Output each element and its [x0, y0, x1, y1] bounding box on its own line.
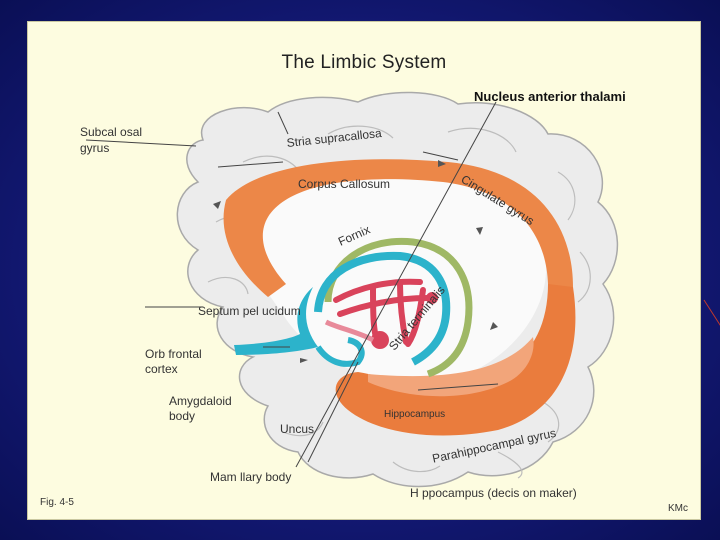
label-corpus-callosum: Corpus Callosum	[298, 177, 391, 191]
fornix-arc	[324, 237, 473, 378]
label-subcallosal-gyrus-2: gyrus	[80, 141, 110, 155]
pink-connector	[324, 319, 375, 343]
leader-lines	[85, 101, 499, 468]
author-initials: KMc	[668, 503, 688, 514]
stria-terminalis-arc	[314, 251, 451, 366]
corpus-callosum-shape	[223, 159, 574, 400]
label-mammillary-body: Mam llary body	[210, 470, 292, 484]
limbic-system-diagram	[85, 91, 619, 488]
figure-number: Fig. 4-5	[40, 497, 74, 508]
parahippocampal-shape	[335, 284, 576, 436]
label-orbitofrontal-1: Orb frontal	[145, 347, 202, 361]
flow-arrows	[213, 160, 498, 363]
gyri-folds	[207, 125, 591, 479]
anterior-nucleus-dot	[426, 292, 438, 304]
label-hippocampus-decision-maker: H ppocampus (decis on maker)	[410, 486, 577, 500]
label-orbitofrontal-2: cortex	[145, 362, 178, 376]
label-uncus: Uncus	[280, 422, 315, 436]
slide-title: The Limbic System	[281, 52, 447, 73]
hippocampus-shape	[368, 337, 534, 397]
label-subcallosal-gyrus-1: Subcal osal	[80, 125, 143, 139]
septum-teal	[234, 287, 318, 355]
label-amygdaloid-1: Amygdaloid	[169, 394, 232, 408]
label-septum-pellucidum: Septum pel ucidum	[198, 304, 301, 318]
label-amygdaloid-2: body	[169, 409, 196, 423]
label-hippocampus-inner: Hippocampus	[384, 409, 446, 420]
mammillary-body-dot	[371, 331, 389, 349]
label-nucleus-anterior-thalami: Nucleus anterior thalami	[474, 89, 626, 104]
slide-panel: The Limbic System Nucleus anterior thala…	[27, 21, 701, 520]
decorative-line-mark	[703, 299, 720, 326]
